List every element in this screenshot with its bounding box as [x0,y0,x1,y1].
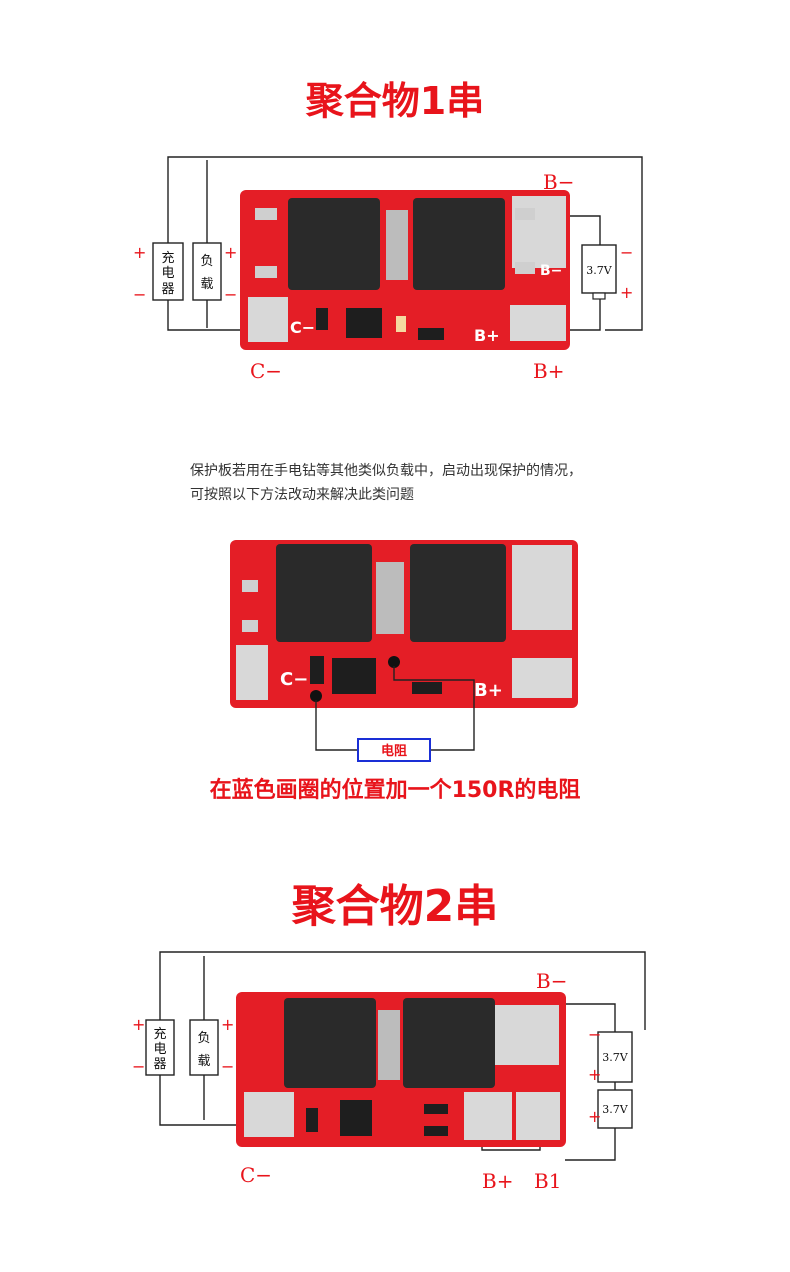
battery2b-plus: + [588,1107,601,1126]
battery-plus-1: + [620,283,633,302]
modification-diagram: C− B+ 电阻 [230,540,578,762]
battery-box-2a: 3.7V [597,1031,633,1083]
load-minus-1: − [224,285,237,304]
pcb-board-mod: C− B+ [230,540,578,708]
label-b-plus-2: B+ [482,1169,513,1193]
charger-label-c3: 器 [161,282,174,297]
charger-box-1: 充 电 器 [152,242,184,301]
silk-b-minus-1: B− [540,263,562,279]
silk-b-plus-mod: B+ [474,680,503,701]
circuit-diagram-2: 充 电 器 负 载 3.7V 3.7V + − + − − + + B− B+ … [132,951,646,1193]
solder-point-left [310,690,322,702]
note-line-2: 可按照以下方法改动来解决此类问题 [190,487,414,503]
battery2a-plus: + [588,1065,601,1084]
load-box-1: 负 载 [192,242,222,301]
charger-box-2: 充 电 器 [145,1019,175,1076]
battery2a-minus: − [588,1025,601,1044]
label-b1-2: B1 [534,1169,561,1193]
battery-label-2b: 3.7V [602,1103,628,1116]
label-b-minus-1: B− [543,170,574,194]
label-c-minus-1: C− [250,359,282,383]
load-label-c1: 负 [200,254,213,269]
charger-minus-1: − [133,285,146,304]
silk-c-minus-1: C− [290,318,315,337]
wiring-2 [159,951,646,1161]
pcb-board-2 [236,992,566,1147]
label-b-minus-2: B− [536,969,567,993]
note-line-1: 保护板若用在手电钻等其他类似负载中，启动出现保护的情况， [190,463,582,479]
resistor-label: 电阻 [381,743,407,759]
pcb-board-1: C− B+ B− [240,190,570,350]
label-c-minus-2: C− [240,1163,272,1187]
battery-box-1: 3.7V [581,244,617,300]
battery-label-2a: 3.7V [602,1051,628,1064]
load2-minus: − [221,1057,234,1076]
load-label-c2: 载 [200,277,213,292]
circuit-diagram-1: C− B+ B− 充 电 器 负 载 3.7V + − + − − + B− B… [133,156,643,383]
charger2-label-c3: 器 [153,1057,166,1072]
resistor-wiring [315,666,475,751]
battery-box-2b: 3.7V [597,1089,633,1129]
charger2-minus: − [132,1057,145,1076]
load2-label-c1: 负 [197,1031,210,1046]
load-plus-1: + [224,243,237,262]
charger-label-c2: 电 [161,266,174,281]
section2-title: 聚合物2串 [291,881,499,932]
load2-plus: + [221,1015,234,1034]
charger2-label-c2: 电 [153,1042,166,1057]
charger-plus-1: + [133,243,146,262]
solder-point-right [388,656,400,668]
charger2-plus: + [132,1015,145,1034]
battery-minus-1: − [620,243,633,262]
silk-b-plus-1: B+ [474,326,500,345]
wiring-1 [167,156,643,331]
battery-label-1: 3.7V [586,264,612,277]
section1-title: 聚合物1串 [305,79,485,123]
silk-c-minus-mod: C− [280,669,308,690]
label-b-plus-1: B+ [533,359,564,383]
resistor-box: 电阻 [357,738,431,762]
load2-label-c2: 载 [197,1054,210,1069]
charger2-label-c1: 充 [153,1026,166,1042]
modification-instruction: 在蓝色画圈的位置加一个150R的电阻 [209,778,581,803]
load-box-2: 负 载 [189,1019,219,1076]
charger-label-c1: 充 [161,250,174,266]
